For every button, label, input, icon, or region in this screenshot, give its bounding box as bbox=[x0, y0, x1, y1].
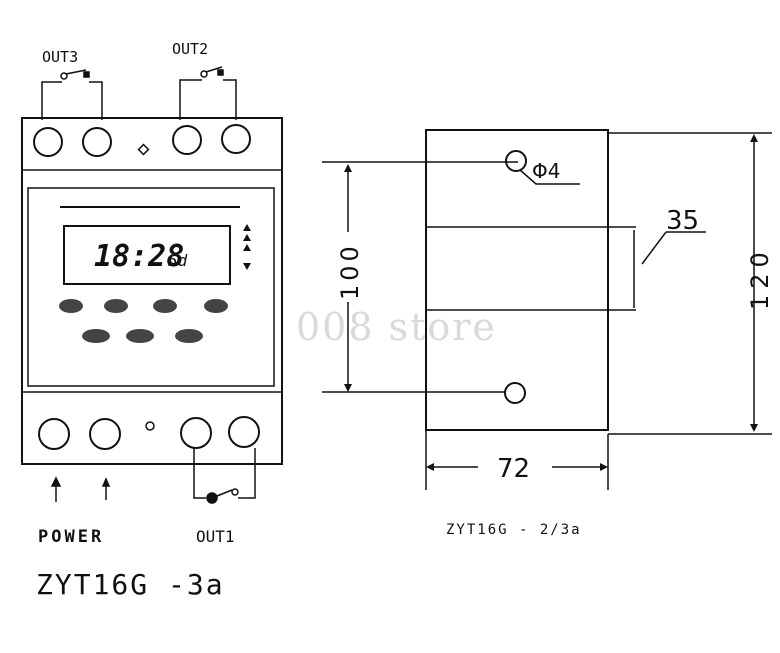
lcd-suffix: 5d bbox=[168, 251, 188, 270]
out1-wiring bbox=[193, 448, 256, 504]
dim-hole: Φ4 bbox=[532, 159, 560, 183]
out2-label: OUT2 bbox=[172, 40, 208, 58]
out2-wiring bbox=[179, 66, 237, 120]
model-right: ZYT16G - 2/3a bbox=[446, 522, 582, 538]
terminal-top-2 bbox=[82, 127, 112, 157]
front-panel bbox=[27, 187, 275, 387]
terminal-top-4 bbox=[221, 124, 251, 154]
terminal-bottom-3 bbox=[180, 417, 212, 449]
front-view: OUT3 OUT2 18:28 5d bbox=[21, 40, 283, 601]
lcd-screen bbox=[63, 225, 231, 285]
dim-100: 100 bbox=[336, 242, 364, 300]
keypad bbox=[59, 299, 228, 343]
terminal-top-3 bbox=[172, 125, 202, 155]
power-arrows bbox=[50, 476, 111, 502]
lcd-reading: 18:28 bbox=[94, 239, 184, 274]
mounting-outline bbox=[425, 129, 609, 431]
key-5[interactable] bbox=[82, 329, 110, 343]
dim-72: 72 bbox=[497, 454, 530, 484]
bottom-marker bbox=[145, 421, 155, 431]
indicator-arrows bbox=[243, 224, 251, 270]
key-4[interactable] bbox=[204, 299, 228, 313]
terminal-bottom-2 bbox=[89, 418, 121, 450]
key-1[interactable] bbox=[59, 299, 83, 313]
mounting-hole-bottom bbox=[504, 382, 526, 404]
terminal-bottom-1 bbox=[38, 418, 70, 450]
out1-label: OUT1 bbox=[196, 527, 235, 546]
key-2[interactable] bbox=[104, 299, 128, 313]
power-label: POWER bbox=[38, 527, 104, 547]
key-3[interactable] bbox=[153, 299, 177, 313]
timer-body bbox=[21, 117, 283, 465]
out3-wiring bbox=[41, 69, 103, 120]
dim-35: 35 bbox=[666, 206, 699, 236]
out3-label: OUT3 bbox=[42, 48, 78, 66]
top-marker bbox=[137, 143, 150, 156]
key-7[interactable] bbox=[175, 329, 203, 343]
side-view: 120 35 100 Φ4 72 ZYT16G - 2/3a bbox=[322, 129, 774, 538]
terminal-bottom-4 bbox=[228, 416, 260, 448]
watermark: 008 store bbox=[296, 305, 497, 349]
terminal-top-1 bbox=[33, 127, 63, 157]
key-6[interactable] bbox=[126, 329, 154, 343]
dim-120: 120 bbox=[746, 246, 774, 310]
model-left: ZYT16G -3a bbox=[36, 568, 225, 601]
mounting-hole-top bbox=[505, 150, 527, 172]
